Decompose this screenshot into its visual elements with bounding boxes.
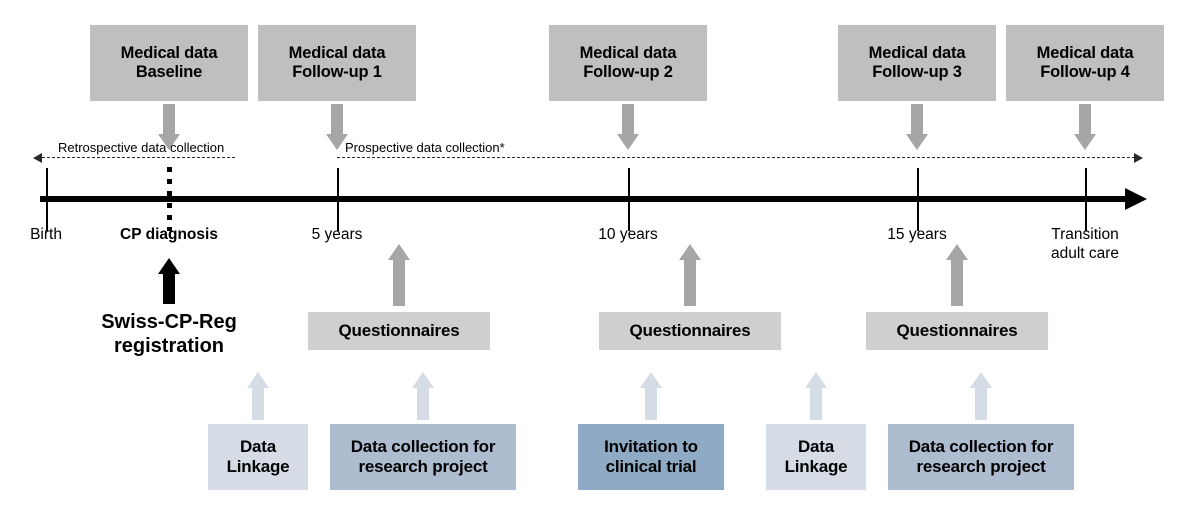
- source-up-arrow-2-shaft: [645, 388, 657, 420]
- cp-diagnosis-marker: [167, 167, 172, 231]
- axis-tick-3: [628, 168, 630, 231]
- medical-data-down-arrow-0-shaft: [163, 104, 175, 134]
- medical-data-box-line2: Follow-up 2: [583, 63, 673, 81]
- source-box-line2: Linkage: [226, 457, 290, 476]
- registration-label-line2: registration: [113, 335, 225, 358]
- source-box-line1: Invitation to: [604, 436, 698, 456]
- questionnaire-up-arrow-0-head: [388, 244, 410, 260]
- source-up-arrow-1-shaft: [417, 388, 429, 420]
- source-box-line1: Data collection for: [350, 436, 496, 456]
- source-up-arrow-3-head: [805, 372, 827, 388]
- medical-data-box-line2: Follow-up 1: [292, 63, 382, 81]
- axis-tick-4: [917, 168, 919, 231]
- questionnaire-up-arrow-0-shaft: [393, 260, 405, 306]
- medical-data-down-arrow-4-shaft: [1079, 104, 1091, 134]
- questionnaire-up-arrow-2: [946, 244, 968, 306]
- medical-data-down-arrow-2-shaft: [622, 104, 634, 134]
- source-box-line1: Data collection for: [908, 436, 1054, 456]
- source-up-arrow-2: [640, 372, 662, 420]
- medical-data-down-arrow-3-head: [906, 134, 928, 150]
- collection-span-line-0: [42, 157, 235, 158]
- questionnaire-box-0[interactable]: Questionnaires: [308, 312, 490, 350]
- source-up-arrow-0-shaft: [252, 388, 264, 420]
- medical-data-down-arrow-3-shaft: [911, 104, 923, 134]
- timeline-axis: [40, 196, 1125, 202]
- medical-data-box-line2: Baseline: [135, 63, 203, 81]
- source-up-arrow-1-head: [412, 372, 434, 388]
- source-box-line2: research project: [916, 457, 1046, 476]
- axis-tick-2: [337, 168, 339, 231]
- source-up-arrow-4-head: [970, 372, 992, 388]
- source-up-arrow-0-head: [247, 372, 269, 388]
- questionnaire-box-1[interactable]: Questionnaires: [599, 312, 781, 350]
- medical-data-box-line1: Medical data: [579, 43, 677, 62]
- medical-data-box-line1: Medical data: [288, 43, 386, 62]
- questionnaire-up-arrow-2-shaft: [951, 260, 963, 306]
- medical-data-box-line2: Follow-up 3: [872, 63, 962, 81]
- collection-span-label-1: Prospective data collection*: [345, 140, 505, 155]
- medical-data-down-arrow-0-head: [158, 134, 180, 150]
- source-up-arrow-2-head: [640, 372, 662, 388]
- axis-tick-label-1: CP diagnosis: [120, 226, 218, 243]
- medical-data-down-arrow-2: [617, 104, 639, 150]
- questionnaire-up-arrow-1-head: [679, 244, 701, 260]
- source-box-line2: research project: [358, 457, 488, 476]
- medical-data-down-arrow-4-head: [1074, 134, 1096, 150]
- source-box-line2: clinical trial: [605, 457, 697, 476]
- collection-span-label-0: Retrospective data collection: [58, 140, 225, 155]
- axis-tick-label-5: Transition adult care: [1050, 226, 1120, 262]
- source-up-arrow-4: [970, 372, 992, 420]
- source-up-arrow-3: [805, 372, 827, 420]
- source-up-arrow-0: [247, 372, 269, 420]
- medical-data-down-arrow-4: [1074, 104, 1096, 150]
- axis-tick-0: [46, 168, 48, 231]
- axis-tick-label-4: 15 years: [887, 226, 947, 243]
- registration-up-arrow: [158, 258, 180, 304]
- axis-tick-label-3: 10 years: [598, 226, 658, 243]
- axis-tick-5: [1085, 168, 1087, 231]
- questionnaire-up-arrow-2-head: [946, 244, 968, 260]
- registration-up-arrow-head: [158, 258, 180, 274]
- medical-data-down-arrow-2-head: [617, 134, 639, 150]
- questionnaire-up-arrow-0: [388, 244, 410, 306]
- questionnaire-box-2[interactable]: Questionnaires: [866, 312, 1048, 350]
- questionnaire-up-arrow-1: [679, 244, 701, 306]
- source-box-line1: Data: [797, 436, 835, 456]
- medical-data-box-line1: Medical data: [120, 43, 218, 62]
- collection-span-arrowhead-1: [1134, 153, 1143, 163]
- source-up-arrow-1: [412, 372, 434, 420]
- medical-data-box-line1: Medical data: [868, 43, 966, 62]
- collection-span-line-1: [337, 157, 1135, 158]
- questionnaire-up-arrow-1-shaft: [684, 260, 696, 306]
- medical-data-box-line2: Follow-up 4: [1040, 63, 1130, 81]
- medical-data-box-line1: Medical data: [1036, 43, 1134, 62]
- medical-data-down-arrow-1-shaft: [331, 104, 343, 134]
- source-up-arrow-4-shaft: [975, 388, 987, 420]
- axis-tick-label-2: 5 years: [311, 226, 363, 243]
- axis-tick-label-0: Birth: [30, 226, 62, 243]
- medical-data-down-arrow-0: [158, 104, 180, 150]
- source-box-line2: Linkage: [784, 457, 848, 476]
- registration-up-arrow-shaft: [163, 274, 175, 304]
- source-box-line1: Data: [239, 436, 277, 456]
- collection-span-arrowhead-0: [33, 153, 42, 163]
- medical-data-down-arrow-1-head: [326, 134, 348, 150]
- medical-data-down-arrow-3: [906, 104, 928, 150]
- registration-label-line1: Swiss-CP-Reg: [101, 311, 237, 333]
- medical-data-down-arrow-1: [326, 104, 348, 150]
- timeline-axis-arrowhead: [1125, 188, 1147, 210]
- source-up-arrow-3-shaft: [810, 388, 822, 420]
